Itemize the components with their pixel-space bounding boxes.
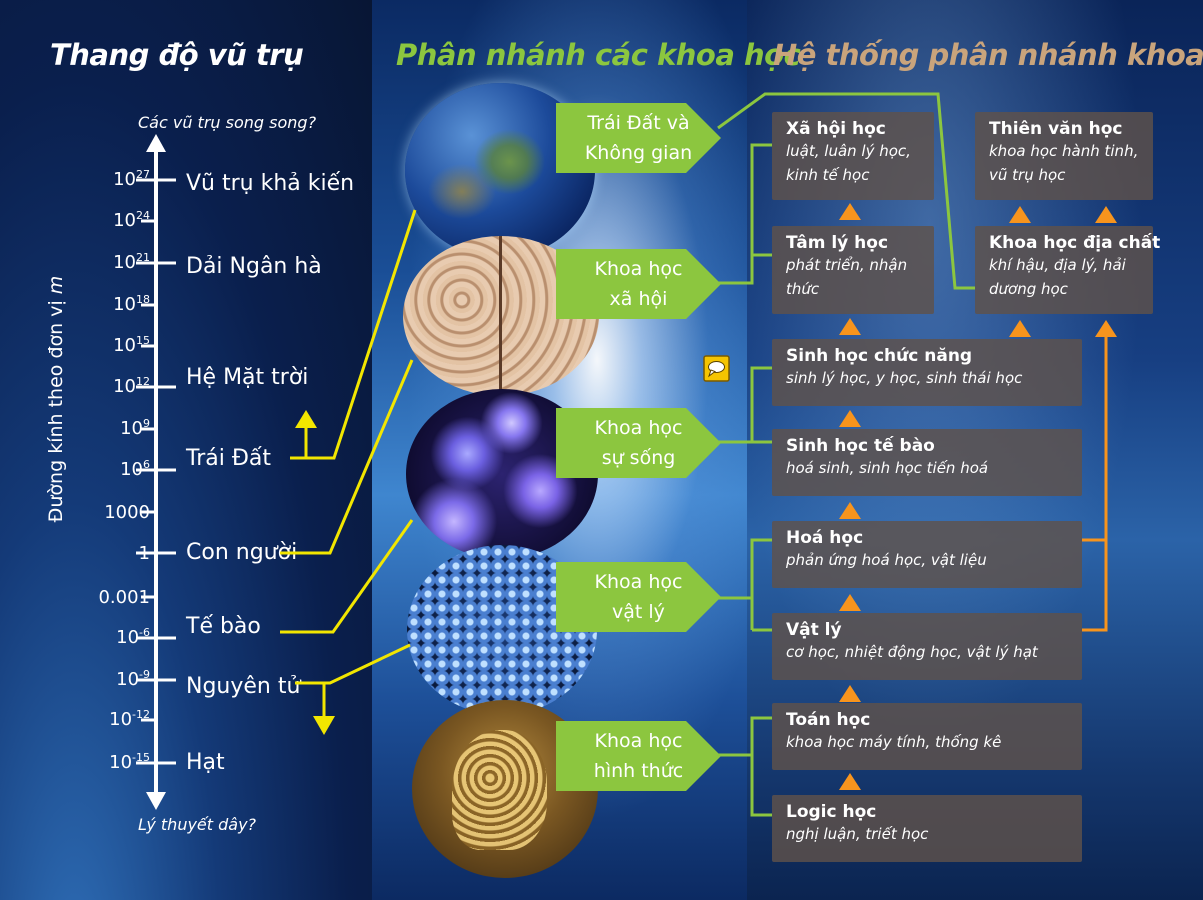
tick-label: 10-15 (109, 751, 150, 773)
level-solar-system: Hệ Mặt trời (186, 365, 309, 390)
scale-panel-background (0, 0, 372, 900)
tick-label: 1012 (113, 375, 150, 397)
tick-label: 10-12 (109, 708, 150, 730)
tick-label: 1021 (113, 251, 150, 273)
tick-label: 1 (138, 543, 150, 564)
string-theory-note: Lý thuyết dây? (138, 815, 257, 834)
speech-bubble-icon[interactable] (703, 355, 730, 382)
tick-label: 1024 (113, 209, 150, 231)
scale-title: Thang độ vũ trụ (50, 38, 304, 72)
level-particle: Hạt (186, 750, 225, 775)
branches-title: Phân nhánh các khoa học (396, 38, 801, 72)
level-earth: Trái Đất (186, 446, 271, 471)
level-human: Con người (186, 540, 298, 565)
tick-label: 109 (120, 417, 150, 439)
tick-label: 10-6 (116, 626, 150, 648)
level-milky-way: Dải Ngân hà (186, 254, 322, 279)
tick-label: 1000 (104, 502, 150, 523)
tick-label: 106 (120, 458, 150, 480)
level-observable-universe: Vũ trụ khả kiến (186, 171, 355, 196)
system-title: Hệ thống phân nhánh khoa học (773, 38, 1203, 72)
level-atom: Nguyên tử (186, 674, 301, 699)
tick-label: 1027 (113, 168, 150, 190)
tick-label: 1018 (113, 293, 150, 315)
tick-label: 10-9 (116, 668, 150, 690)
tick-label: 0.001 (98, 587, 150, 608)
parallel-universes-note: Các vũ trụ song song? (138, 113, 317, 132)
tick-label: 1015 (113, 334, 150, 356)
level-cell: Tế bào (186, 614, 261, 639)
